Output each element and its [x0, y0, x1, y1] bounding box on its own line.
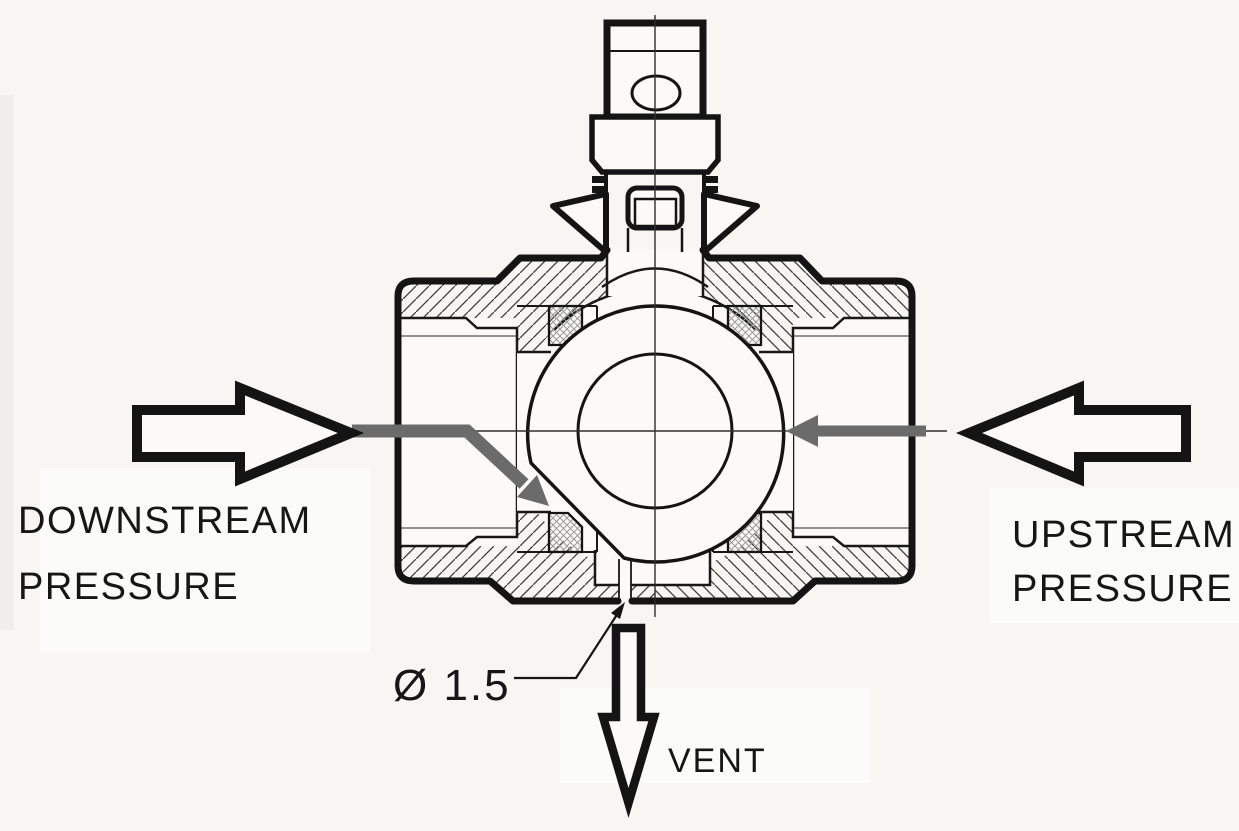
- vent-arrow: [597, 623, 660, 818]
- gland-wing-right: [701, 191, 760, 255]
- downstream-flow-arrow: [352, 424, 549, 506]
- vent-hole: [618, 585, 632, 602]
- body-outline: [394, 246, 916, 605]
- downstream-pressure-label-line2: PRESSURE: [18, 566, 239, 608]
- upstream-pressure-label-line2: PRESSURE: [1012, 568, 1233, 610]
- gland-wing-left: [550, 191, 609, 255]
- stem-thread-nubs: [592, 176, 718, 193]
- downstream-pressure-arrow: [132, 380, 365, 487]
- right-port-threads: [794, 335, 912, 529]
- vent-label: VENT: [668, 742, 767, 780]
- ball-vent-channel: [618, 559, 632, 601]
- left-port-threads: [398, 335, 516, 529]
- seat-seal-bottom-left: [547, 511, 584, 554]
- downstream-pressure-label-line1: DOWNSTREAM: [18, 500, 312, 542]
- vent-hole-dimension-label: Ø 1.5: [393, 661, 511, 710]
- vent-dimension-leader: [514, 602, 625, 680]
- upstream-pressure-arrow: [955, 380, 1191, 487]
- stem-hole: [630, 74, 682, 112]
- upstream-flow-arrow: [786, 415, 926, 447]
- scan-artifacts: [0, 95, 1239, 783]
- upstream-pressure-label-line1: UPSTREAM: [1012, 514, 1235, 556]
